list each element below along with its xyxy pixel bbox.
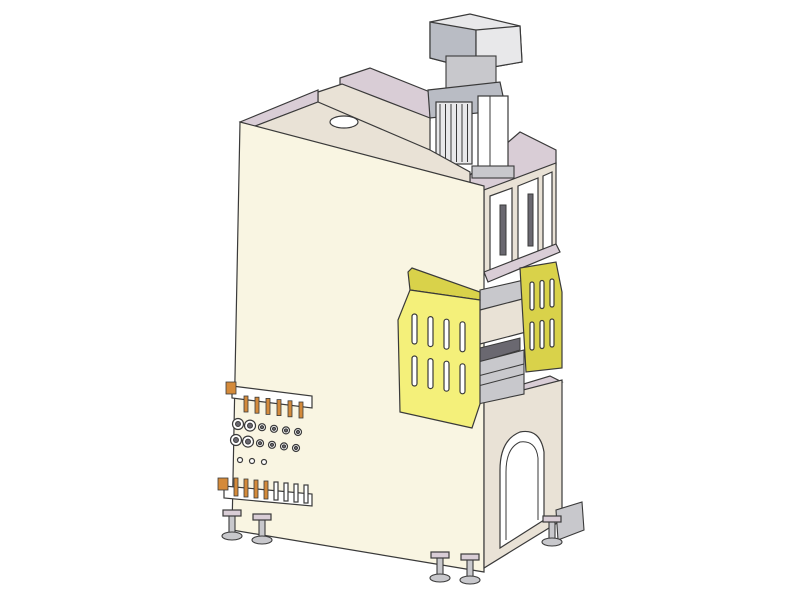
guard-slot <box>459 321 466 353</box>
die-line-1 <box>477 363 525 377</box>
guard-slot <box>529 321 535 351</box>
leveling-foot-icon <box>459 575 481 585</box>
left-guard-slots <box>411 313 466 395</box>
fitting-stem <box>303 484 309 504</box>
port-center <box>271 426 277 431</box>
guard-slot <box>411 313 418 345</box>
press-tooling <box>477 279 527 405</box>
right-guard <box>519 261 563 373</box>
guard-slot <box>411 355 418 387</box>
fitting-stem <box>254 396 260 414</box>
die-line-2 <box>477 373 525 387</box>
fitting-stem <box>287 400 293 418</box>
fitting-stem <box>293 483 299 503</box>
guard-slot <box>427 316 434 348</box>
port-center <box>257 441 263 446</box>
fitting-stem <box>273 481 279 501</box>
frame-opening-3 <box>542 171 553 251</box>
frame-post-2 <box>527 193 534 247</box>
foot-nut <box>430 551 450 559</box>
port-center <box>245 438 251 445</box>
leveling-foot-icon <box>541 537 563 547</box>
guard-slot <box>549 318 555 348</box>
fitting-stem <box>265 397 271 415</box>
frame-post-1 <box>499 204 507 256</box>
guard-slot <box>443 360 450 392</box>
arch-inner-edge <box>505 441 539 540</box>
guard-slot <box>539 319 545 350</box>
fitting-stem <box>243 478 249 498</box>
back-wall-slot <box>329 115 359 129</box>
fitting-stem <box>233 477 239 497</box>
spindle-column <box>477 95 509 177</box>
leveling-foot-icon <box>429 573 451 583</box>
port-center <box>295 429 301 435</box>
leveling-feet <box>221 509 563 585</box>
spindle-base <box>471 165 515 179</box>
fitting-stem <box>298 401 304 419</box>
port-center <box>259 425 265 430</box>
fitting-stem <box>276 399 282 417</box>
lower-fitting-brass <box>217 477 229 491</box>
right-bracket <box>555 501 585 541</box>
fitting-stem <box>263 480 269 500</box>
pneumatic-fittings <box>217 381 313 507</box>
foot-nut <box>252 513 272 521</box>
motor-cylinder <box>435 101 473 165</box>
guard-slot <box>427 358 434 390</box>
guard-slot <box>443 318 450 350</box>
port-center <box>235 421 241 427</box>
port-center <box>233 437 239 443</box>
rear-frame <box>317 67 561 283</box>
motor-ribs <box>439 104 468 162</box>
port-center <box>281 444 287 449</box>
foot-nut <box>460 553 480 561</box>
safety-guard-icon <box>397 261 563 429</box>
small-port <box>236 456 244 464</box>
small-port <box>260 458 268 466</box>
fitting-stem <box>243 395 249 413</box>
foot-nut <box>222 509 242 517</box>
port-center <box>269 442 275 447</box>
port-center <box>283 428 289 433</box>
frame-mid-plate <box>483 243 561 283</box>
guard-slot <box>549 278 555 308</box>
fitting-stem <box>283 482 289 502</box>
guard-slot <box>539 279 545 310</box>
fitting-stem <box>253 479 259 499</box>
port-center <box>247 422 253 429</box>
port-center <box>293 445 299 451</box>
small-port <box>248 457 256 465</box>
base-arch-opening <box>499 430 545 550</box>
right-guard-slots <box>529 278 555 351</box>
guard-slot <box>459 363 466 395</box>
guard-slot <box>529 281 535 311</box>
foot-nut <box>542 515 562 523</box>
pneumatic-fitting-icon <box>225 381 237 395</box>
leveling-foot-icon <box>221 531 243 541</box>
motor-assembly <box>427 13 523 179</box>
left-guard-front <box>397 289 481 429</box>
lower-base <box>482 375 585 570</box>
leveling-foot-icon <box>251 535 273 545</box>
